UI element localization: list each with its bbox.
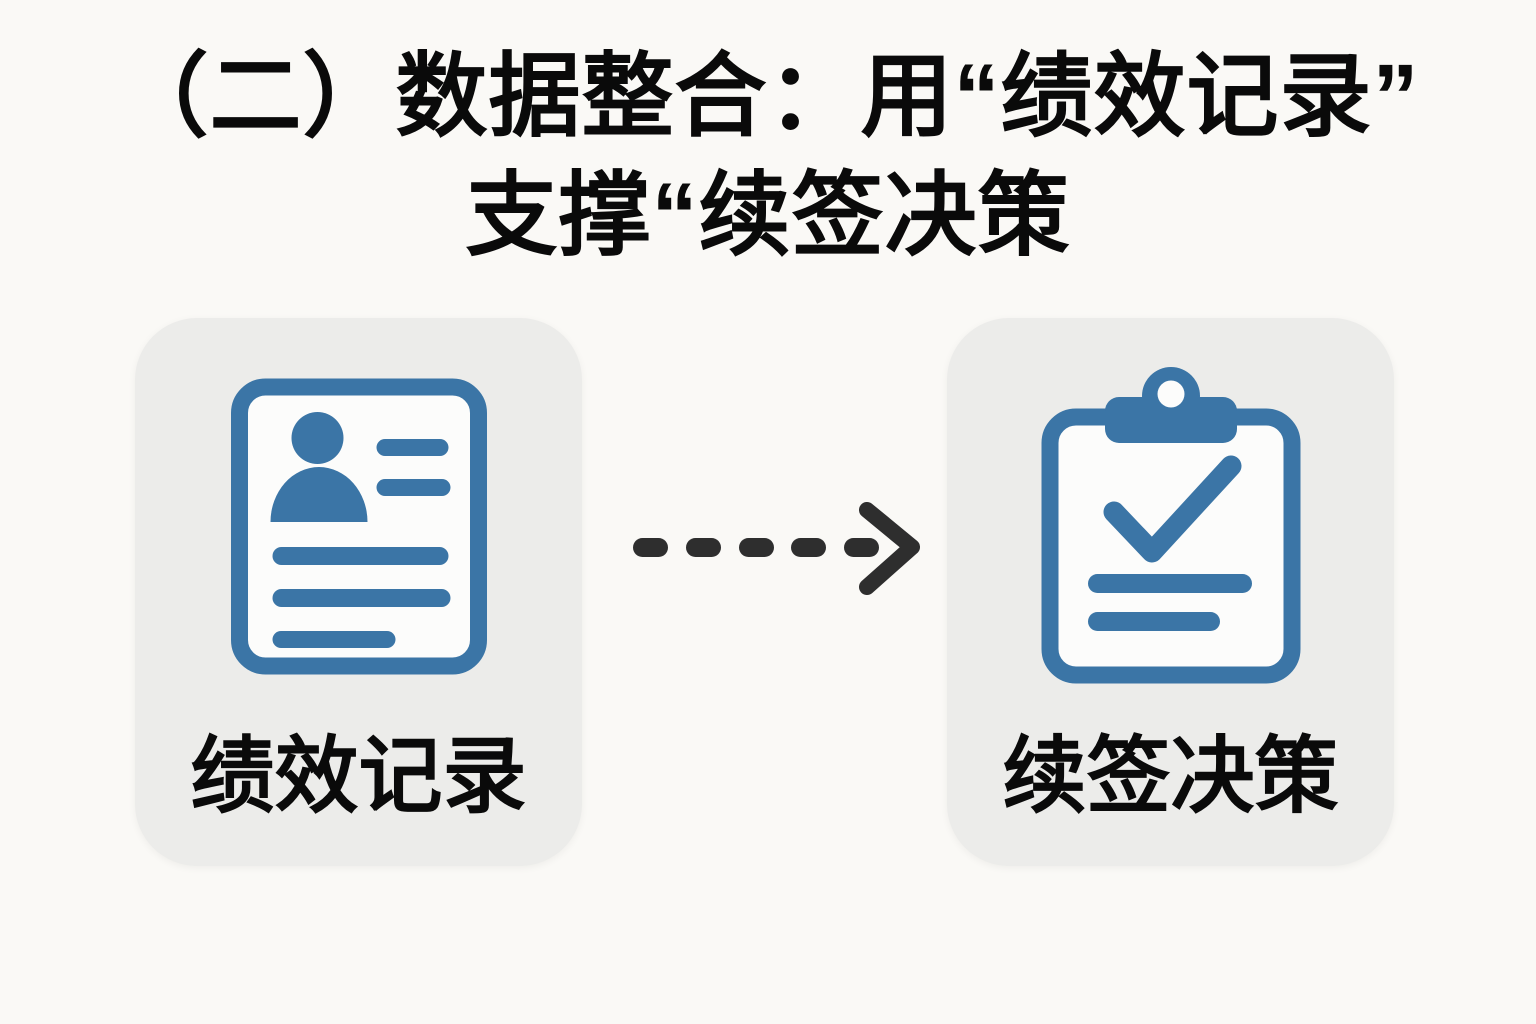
node-renewal-decision: 续签决策 bbox=[947, 318, 1394, 866]
node-label-performance-record: 绩效记录 bbox=[190, 729, 527, 823]
page-title: （二）数据整合：用“绩效记录” 支撑“续签决策 bbox=[0, 38, 1536, 276]
title-line-1: （二）数据整合：用“绩效记录” bbox=[116, 46, 1420, 148]
dashed-arrow-right-icon bbox=[633, 502, 920, 595]
clipboard-check-icon bbox=[1041, 367, 1300, 684]
node-performance-record: 绩效记录 bbox=[135, 318, 582, 866]
resume-document-icon bbox=[230, 378, 487, 675]
title-line-2: 支撑“续签决策 bbox=[465, 165, 1071, 267]
node-label-renewal-decision: 续签决策 bbox=[1002, 729, 1339, 823]
